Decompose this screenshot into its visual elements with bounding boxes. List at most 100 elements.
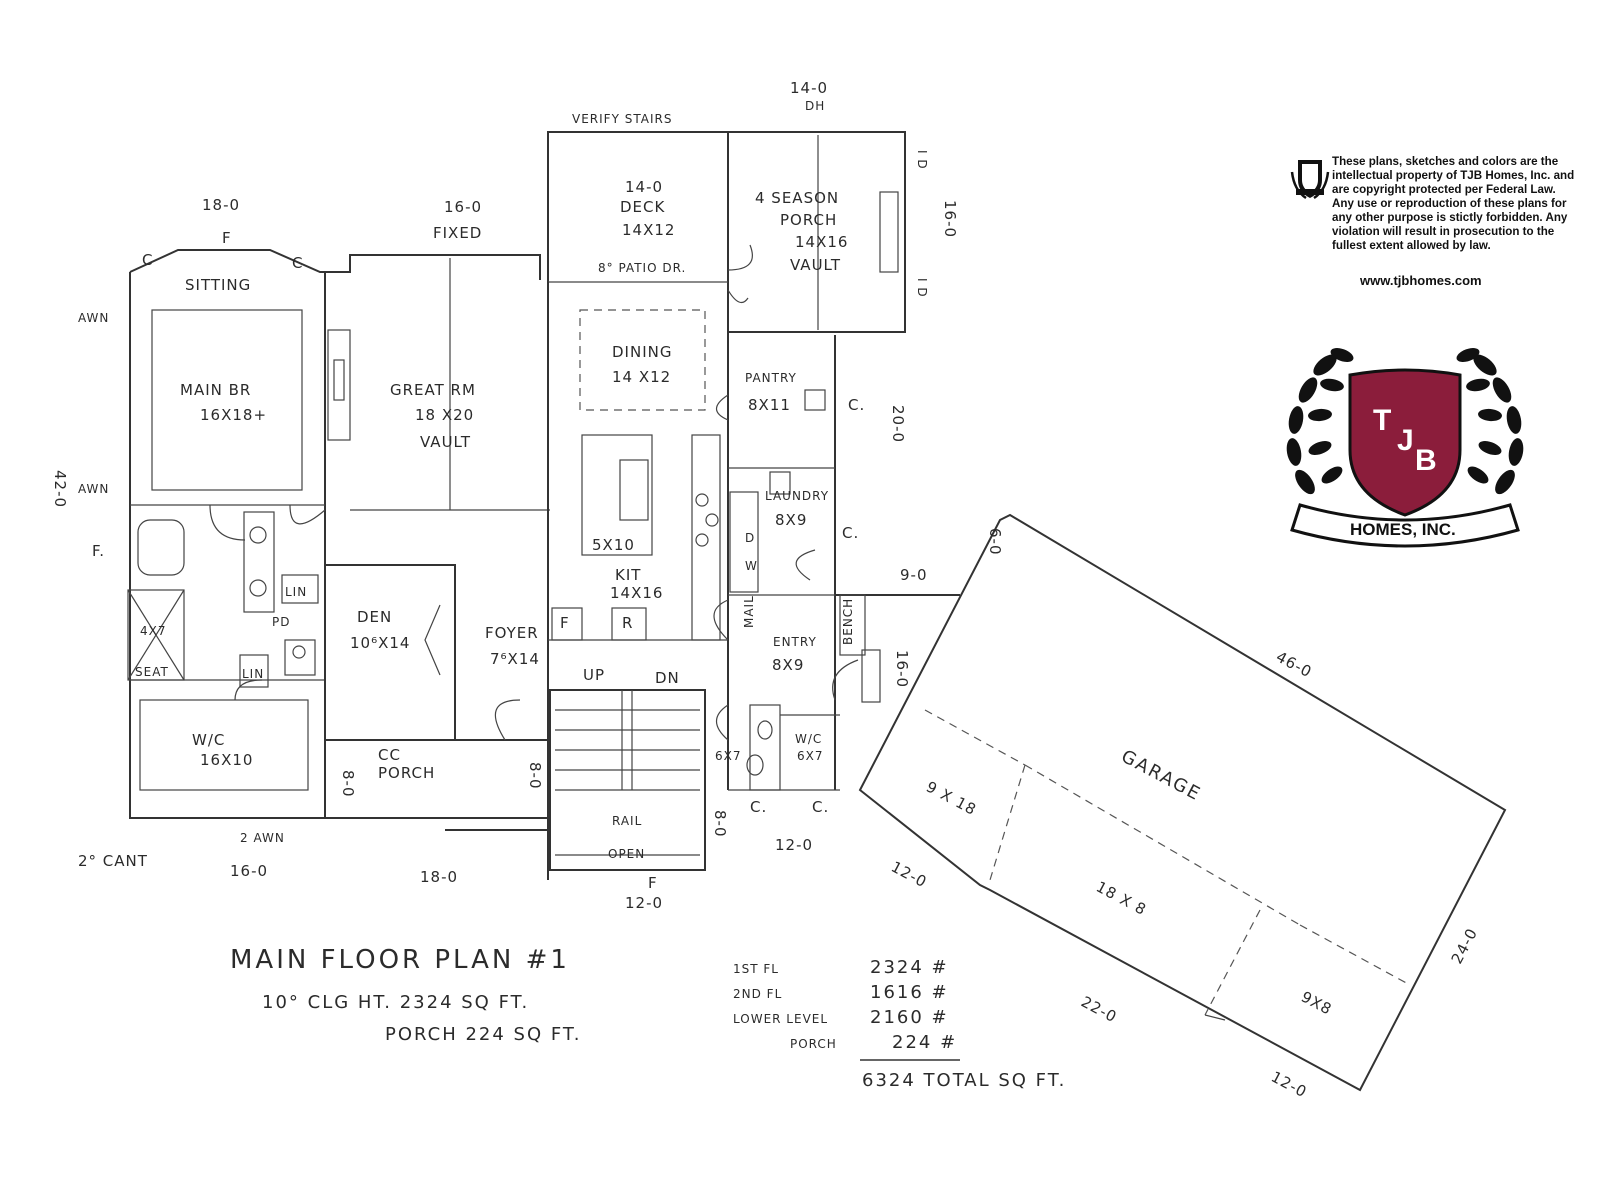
sqft-label-4: PORCH — [790, 1037, 837, 1051]
plan-ceiling-line: 10° CLG HT. 2324 SQ FT. — [262, 992, 529, 1013]
note-awn-bottom: 2 AWN — [240, 831, 285, 845]
website-link[interactable]: www.tjbhomes.com — [1360, 273, 1482, 288]
shield-icon — [1348, 368, 1462, 517]
label-shower: 4X7 — [140, 624, 167, 638]
label-entry: ENTRY — [773, 635, 817, 649]
note-f-bottom: F — [648, 874, 658, 892]
label-main-br: MAIN BR — [180, 381, 251, 399]
label-deck: DECK — [620, 198, 666, 216]
label-sitting: SITTING — [185, 276, 251, 294]
label-wic1-size: 16X10 — [200, 751, 253, 769]
note-c-left: C — [142, 251, 153, 269]
label-bath-6x7: 6X7 — [715, 749, 742, 763]
logo-letter-t: T — [1373, 404, 1391, 437]
label-pantry: PANTRY — [745, 371, 797, 385]
copyright-text: These plans, sketches and colors are the… — [1332, 155, 1575, 252]
plan-title: MAIN FLOOR PLAN #1 — [230, 945, 570, 975]
dim-right-6: 6-0 — [986, 528, 1004, 556]
label-f: F — [560, 614, 570, 632]
plan-summary: MAIN FLOOR PLAN #1 10° CLG HT. 2324 SQ F… — [230, 945, 1066, 1091]
dim-garage-12-bottom: 12-0 — [1268, 1068, 1310, 1102]
label-den-size: 10⁶X14 — [350, 634, 410, 652]
sqft-value-3: 2160 # — [870, 1007, 949, 1028]
label-lin1: LIN — [285, 585, 307, 599]
door-swings — [209, 244, 859, 741]
note-c-bottom2: C. — [812, 798, 829, 816]
label-wic1: W/C — [192, 731, 225, 749]
sqft-label-1: 1ST FL — [733, 962, 779, 976]
plan-porch-line: PORCH 224 SQ FT. — [385, 1024, 581, 1045]
note-f-left: F. — [92, 542, 105, 560]
dim-bottom-18: 18-0 — [420, 868, 458, 886]
note-dn: DN — [655, 669, 680, 687]
sqft-value-2: 1616 # — [870, 982, 949, 1003]
dim-porch-8-right: 8-0 — [526, 762, 544, 790]
banner-icon — [1290, 503, 1520, 548]
dim-bottom-12-center: 12-0 — [625, 894, 663, 912]
label-deck-dim: 14-0 — [625, 178, 663, 196]
tjb-logo: T J B HOMES, INC. — [1280, 330, 1530, 560]
label-garage-bay1: 9 X 18 — [923, 778, 980, 819]
note-c-laundry: C. — [842, 524, 859, 542]
label-lin2: LIN — [242, 667, 264, 681]
plan-notes: VERIFY STAIRS 8° PATIO DR. FIXED F F F. … — [78, 99, 929, 892]
label-pd: PD — [272, 615, 290, 629]
laurel-right-icon — [1456, 348, 1524, 495]
label-seat: SEAT — [135, 665, 169, 679]
note-id-bottom: I D — [915, 278, 929, 298]
note-c-right: C — [292, 254, 303, 272]
dim-garage-22: 22-0 — [1078, 993, 1120, 1027]
dim-top-16: 16-0 — [444, 198, 482, 216]
label-kit: KIT — [615, 566, 641, 584]
label-great-rm-size: 18 X20 — [415, 406, 474, 424]
label-foyer-size: 7⁶X14 — [490, 650, 540, 668]
label-wic2-size: 6X7 — [797, 749, 824, 763]
label-main-br-size: 16X18+ — [200, 406, 267, 424]
logo-banner-text: HOMES, INC. — [1350, 520, 1456, 539]
note-open: OPEN — [608, 847, 645, 861]
dim-bottom-12-right: 12-0 — [775, 836, 813, 854]
label-w: W — [745, 559, 758, 573]
note-dh: DH — [805, 99, 825, 113]
dim-left-42: 42-0 — [51, 470, 69, 508]
dim-garage-24: 24-0 — [1448, 925, 1482, 967]
label-garage: GARAGE — [1118, 746, 1205, 806]
dim-right-16-top: 16-0 — [941, 200, 959, 238]
dim-porch-8-left: 8-0 — [339, 770, 357, 798]
logo-letter-b: B — [1415, 444, 1437, 477]
label-foyer: FOYER — [485, 624, 539, 642]
logo-letter-j: J — [1397, 424, 1414, 457]
label-den: DEN — [357, 608, 392, 626]
room-labels: SITTING MAIN BR 16X18+ GREAT RM 18 X20 V… — [135, 178, 1335, 1019]
label-four-season: 4 SEASON — [755, 189, 839, 207]
note-c-pantry: C. — [848, 396, 865, 414]
dim-bottom-16: 16-0 — [230, 862, 268, 880]
label-wic2: W/C — [795, 732, 822, 746]
dim-right-9: 9-0 — [900, 566, 928, 584]
note-awn-mid: AWN — [78, 482, 109, 496]
label-great-rm-note: VAULT — [420, 433, 471, 451]
label-pantry-size: 8X11 — [748, 396, 791, 414]
label-entry-size: 8X9 — [772, 656, 804, 674]
dim-right-16: 16-0 — [893, 650, 911, 688]
label-four-season-size: 14X16 — [795, 233, 848, 251]
label-laundry-size: 8X9 — [775, 511, 807, 529]
label-mail: MAIL — [742, 595, 756, 628]
note-fixed: FIXED — [433, 224, 482, 242]
label-dining: DINING — [612, 343, 672, 361]
copyright-notice: These plans, sketches and colors are the… — [1290, 155, 1580, 253]
sqft-value-1: 2324 # — [870, 957, 949, 978]
label-bench: BENCH — [841, 598, 855, 645]
label-cc-porch-2: PORCH — [378, 764, 435, 782]
note-rail: RAIL — [612, 814, 642, 828]
label-garage-bay3: 9X8 — [1298, 988, 1335, 1019]
label-island: 5X10 — [592, 536, 635, 554]
sqft-total: 6324 TOTAL SQ FT. — [862, 1070, 1066, 1091]
label-four-season-porch: PORCH — [780, 211, 837, 229]
note-patio-dr: 8° PATIO DR. — [598, 261, 686, 275]
note-verify-stairs: VERIFY STAIRS — [572, 112, 672, 126]
label-kit-size: 14X16 — [610, 584, 663, 602]
dim-top-18: 18-0 — [202, 196, 240, 214]
dim-right-20: 20-0 — [889, 405, 907, 443]
